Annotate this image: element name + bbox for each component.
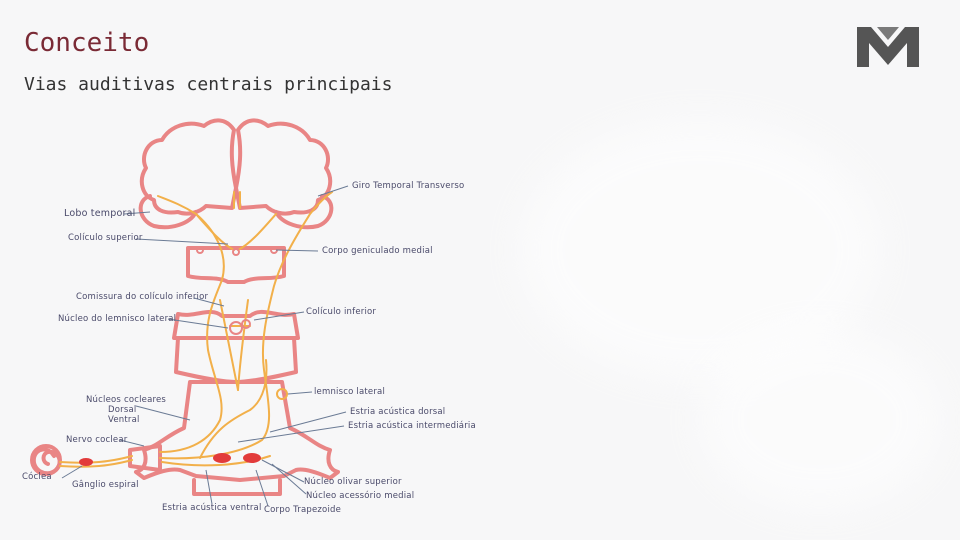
label-dorsal: Dorsal bbox=[108, 405, 136, 415]
slide-subtitle: Vias auditivas centrais principais bbox=[24, 74, 393, 95]
label-ganglio-espiral: Gânglio espiral bbox=[72, 480, 139, 490]
label-estria-intermediaria: Estria acústica intermediária bbox=[348, 421, 476, 431]
slide-title: Conceito bbox=[24, 28, 150, 58]
label-nucleo-olivar: Núcleo olivar superior bbox=[304, 477, 402, 487]
label-nervo-coclear: Nervo coclear bbox=[66, 435, 128, 445]
label-corpo-geniculado: Corpo geniculado medial bbox=[322, 246, 433, 256]
label-ventral: Ventral bbox=[108, 415, 140, 425]
label-comissura: Comissura do colículo inferior bbox=[76, 292, 208, 302]
label-nucleos-cocleares: Núcleos cocleares bbox=[86, 395, 166, 405]
diagram-labels: Giro Temporal Transverso Lobo temporal C… bbox=[22, 181, 476, 515]
label-estria-dorsal: Estria acústica dorsal bbox=[350, 407, 445, 417]
label-coliculo-inferior: Colículo inferior bbox=[306, 307, 376, 317]
background-glow bbox=[700, 330, 940, 510]
m-logo-icon bbox=[857, 27, 919, 67]
label-lemnisco-lateral: lemnisco lateral bbox=[314, 387, 385, 397]
auditory-pathways bbox=[59, 191, 333, 468]
brain-structures bbox=[30, 118, 340, 496]
leader-lines bbox=[61, 185, 349, 507]
label-nucleo-acessorio: Núcleo acessório medial bbox=[306, 490, 414, 501]
label-giro-temporal: Giro Temporal Transverso bbox=[352, 181, 464, 191]
label-estria-ventral: Estria acústica ventral bbox=[162, 503, 262, 513]
label-coclea: Cóclea bbox=[22, 471, 52, 482]
nuclei bbox=[79, 246, 288, 466]
label-nucleo-lemnisco: Núcleo do lemnisco lateral bbox=[58, 314, 176, 324]
label-corpo-trapezoide: Corpo Trapezoide bbox=[264, 505, 341, 515]
label-lobo-temporal: Lobo temporal bbox=[64, 208, 135, 219]
label-coliculo-superior: Colículo superior bbox=[68, 233, 143, 243]
